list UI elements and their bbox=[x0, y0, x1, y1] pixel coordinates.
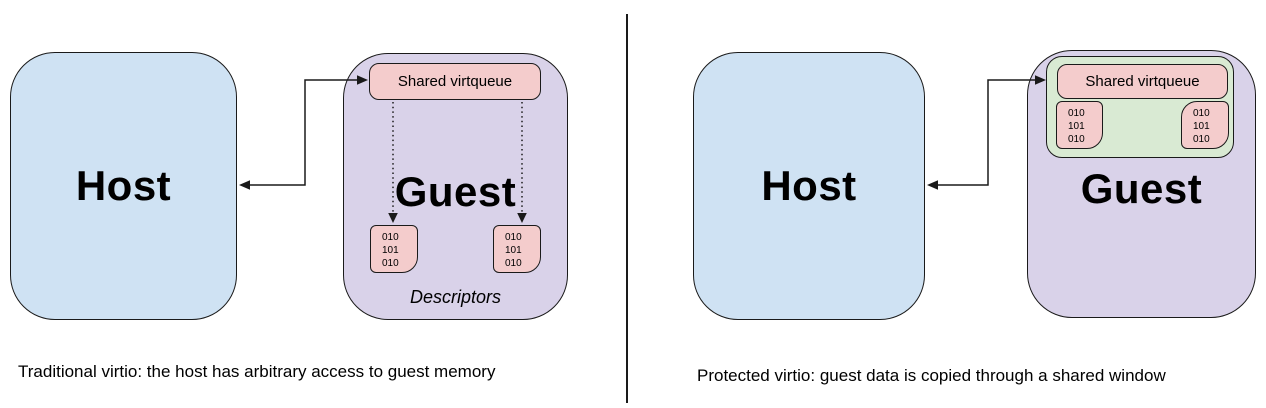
shared-virtqueue-label-protected: Shared virtqueue bbox=[1085, 73, 1200, 90]
window-descriptor-box-right: 010 101 010 bbox=[1181, 101, 1229, 149]
window-descriptor-box-left: 010 101 010 bbox=[1056, 101, 1103, 149]
host-box-protected: Host bbox=[693, 52, 925, 320]
guest-label-traditional: Guest bbox=[394, 168, 517, 215]
guest-label-protected: Guest bbox=[1080, 165, 1203, 212]
guest-box-traditional: Shared virtqueue Guest 010 101 010 010 1… bbox=[343, 53, 568, 320]
shared-virtqueue-label-traditional: Shared virtqueue bbox=[397, 73, 513, 90]
shared-window-box: Shared virtqueue 010 101 010 010 101 010 bbox=[1046, 56, 1234, 158]
shared-virtqueue-box-protected: Shared virtqueue bbox=[1057, 64, 1228, 99]
caption-protected: Protected virtio: guest data is copied t… bbox=[697, 366, 1166, 385]
descriptor-box-left: 010 101 010 bbox=[370, 225, 418, 273]
host-box-traditional: Host bbox=[10, 52, 237, 320]
guest-box-protected: Shared virtqueue 010 101 010 010 101 010… bbox=[1027, 50, 1256, 318]
descriptor-box-right: 010 101 010 bbox=[493, 225, 541, 273]
caption-traditional: Traditional virtio: the host has arbitra… bbox=[18, 362, 496, 381]
host-label-traditional: Host bbox=[75, 162, 172, 209]
descriptors-label: Descriptors bbox=[409, 287, 502, 307]
host-label-protected: Host bbox=[761, 162, 857, 209]
panel-divider-line bbox=[626, 14, 628, 403]
shared-virtqueue-box-traditional: Shared virtqueue bbox=[369, 63, 541, 100]
